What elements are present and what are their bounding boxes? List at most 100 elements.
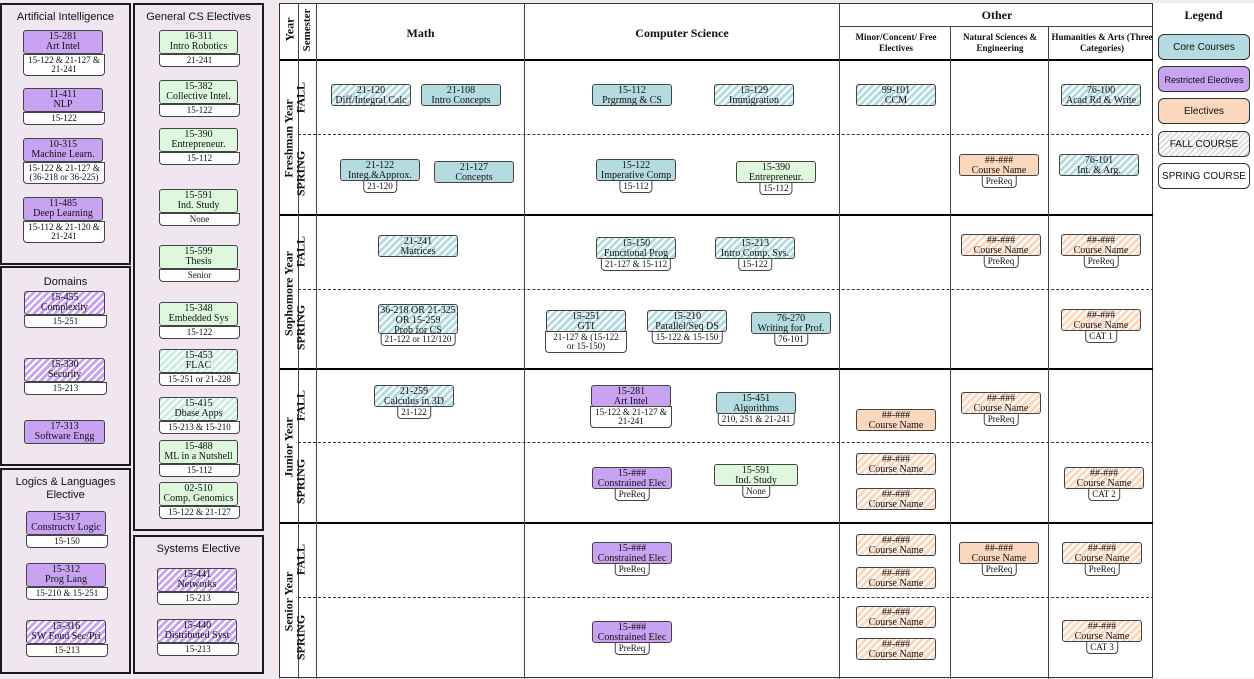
course-name: Constrained Elec: [597, 553, 667, 564]
course-name: Art Intel: [45, 41, 81, 52]
course-card[interactable]: ##-###Course Name: [856, 638, 936, 672]
prereq-label: 15-213: [26, 644, 108, 657]
course-name: Machine Learn.: [31, 149, 95, 160]
course-name: Course Name: [971, 553, 1027, 564]
course-number: 76-101: [1084, 155, 1114, 166]
other-header: Other: [981, 8, 1013, 22]
course-card[interactable]: ##-###Course Name: [856, 453, 936, 487]
course-name: NLP: [53, 99, 73, 110]
course-name: Art Intel: [613, 396, 649, 407]
legend-fall-course: FALL COURSE: [1158, 131, 1250, 157]
course-name: Intro Concepts: [431, 95, 491, 106]
course-number: 15-112: [618, 85, 646, 96]
course-name: Writing for Prof.: [757, 323, 825, 334]
course-number: 15-591: [741, 465, 771, 476]
course-card[interactable]: ##-###Course Name: [856, 606, 936, 640]
course-card[interactable]: ##-###Course Name: [856, 488, 936, 522]
course-name: ML in a Nutshell: [164, 451, 233, 462]
prereq-label: 21-127 & (15-122 or 15-150): [545, 331, 627, 353]
legend-spring-course: SPRING COURSE: [1158, 163, 1250, 189]
prereq-label: PreReq: [614, 563, 650, 576]
course-name: Parallel/Seq DS: [655, 321, 719, 332]
legend-core: Core Courses: [1158, 34, 1250, 60]
legend-electives: Electives: [1158, 98, 1250, 124]
course-number: 15-453: [184, 350, 213, 361]
prereq-label: 15-112 & 21-120 & 21-241: [23, 221, 105, 243]
semester-label: FALL: [293, 389, 308, 422]
course-card[interactable]: ##-###Course Name: [856, 409, 936, 443]
course-name: Matrices: [400, 246, 436, 257]
course-card[interactable]: ##-###Course Name: [856, 567, 936, 601]
course-card[interactable]: ##-###Course Name: [856, 534, 936, 568]
course-name: Course Name: [868, 578, 924, 589]
course-name: Embedded Sys: [168, 313, 229, 324]
course-name: Immigration: [729, 95, 779, 106]
course-name: Dbase Apps: [174, 408, 223, 419]
prereq-label: 15-213: [157, 643, 239, 656]
course-name: Constrained Elec: [597, 632, 667, 643]
course-name: Acad Rd & Write: [1065, 95, 1137, 106]
course-number: 15-122: [621, 160, 651, 171]
prereq-label: CAT 2: [1088, 488, 1120, 501]
course-number: 15-599: [184, 246, 213, 257]
course-name: Distributed Syst: [164, 630, 230, 641]
course-name: Course Name: [1074, 631, 1130, 642]
